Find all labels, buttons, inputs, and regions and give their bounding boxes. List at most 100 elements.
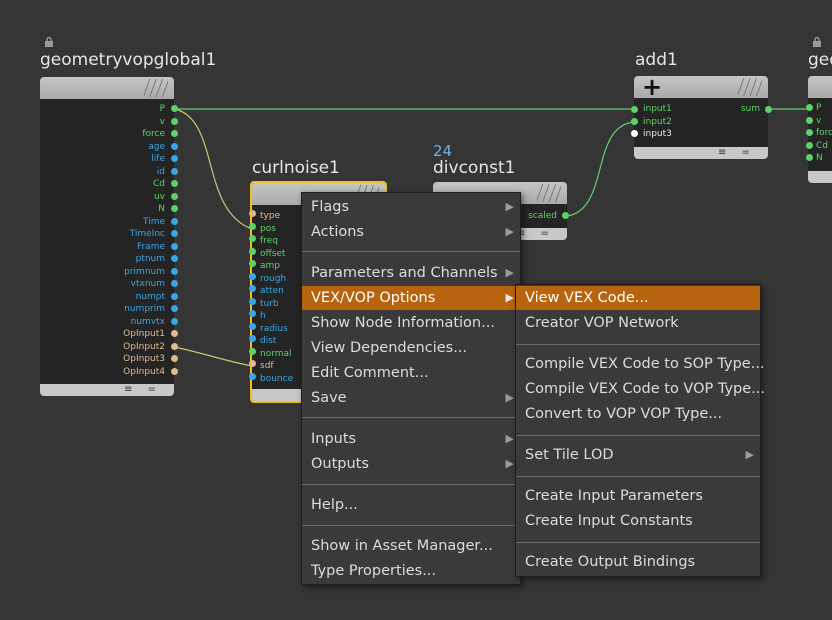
input-dot-cd[interactable] [806, 141, 813, 149]
input-dot-atten[interactable] [249, 285, 256, 292]
submenu-item-compile-vex-code-to-sop-type[interactable]: Compile VEX Code to SOP Type... [516, 352, 765, 376]
port-n[interactable]: N [816, 153, 823, 163]
output-dot-ptnum[interactable] [171, 255, 178, 262]
submenu-item-convert-to-vop-vop-type[interactable]: Convert to VOP VOP Type... [516, 402, 760, 426]
node-geometryvopoutput1[interactable]: PvforceCdN [808, 76, 832, 183]
port-ptnum[interactable]: ptnum [135, 254, 165, 264]
menu-item-help[interactable]: Help... [302, 493, 520, 517]
menu-item-edit-comment[interactable]: Edit Comment... [302, 361, 520, 385]
port-turb[interactable]: turb [260, 298, 279, 309]
input-dot-amp[interactable] [249, 260, 256, 267]
output-dot-opinput1[interactable] [171, 330, 178, 337]
input-dot-offset[interactable] [249, 247, 256, 255]
output-dot-opinput2[interactable] [171, 342, 178, 350]
input-dot-input2[interactable] [631, 118, 638, 125]
port-numpt[interactable]: numpt [135, 291, 165, 302]
port-h[interactable]: h [260, 311, 266, 321]
input-dot-freq[interactable] [249, 235, 256, 242]
port-force[interactable]: force [142, 129, 165, 139]
input-dot-turb[interactable] [249, 297, 256, 305]
input-dot-force[interactable] [806, 129, 813, 136]
port-input2[interactable]: input2 [643, 117, 672, 127]
port-force[interactable]: force [816, 128, 832, 138]
output-dot-p[interactable] [171, 105, 178, 112]
output-dot-uv[interactable] [171, 192, 178, 200]
submenu-item-create-output-bindings[interactable]: Create Output Bindings [516, 550, 760, 574]
output-dot-opinput4[interactable] [171, 367, 178, 375]
output-dot-n[interactable] [171, 205, 178, 212]
submenu-item-creator-vop-network[interactable]: Creator VOP Network [516, 311, 760, 335]
submenu-item-compile-vex-code-to-vop-type[interactable]: Compile VEX Code to VOP Type... [516, 377, 765, 401]
port-frame[interactable]: Frame [136, 241, 165, 252]
port-pos[interactable]: pos [260, 223, 276, 234]
input-dot-normal[interactable] [249, 347, 256, 355]
menu-item-view-dependencies[interactable]: View Dependencies... [302, 336, 520, 360]
output-dot-sum[interactable] [765, 106, 772, 113]
port-uv[interactable]: uv [153, 191, 165, 202]
input-dot-p[interactable] [806, 104, 813, 111]
menu-item-show-in-asset-manager[interactable]: Show in Asset Manager... [302, 534, 520, 558]
input-dot-input3[interactable] [631, 130, 638, 137]
node-add1[interactable]: + input1 input2 input3 sum ≡ = − [634, 76, 768, 159]
menu-item-show-node-information[interactable]: Show Node Information... [302, 311, 520, 335]
output-dot-numvtx[interactable] [171, 317, 178, 325]
input-dot-v[interactable] [806, 116, 813, 124]
output-dot-id[interactable] [171, 167, 178, 175]
input-dot-type[interactable] [249, 210, 256, 217]
port-timeinc[interactable]: TimeInc [129, 229, 165, 239]
output-dot-time[interactable] [171, 217, 178, 225]
input-dot-sdf[interactable] [249, 360, 256, 367]
port-offset[interactable]: offset [260, 248, 286, 259]
input-dot-bounce[interactable] [249, 372, 256, 380]
output-dot-primnum[interactable] [171, 267, 178, 275]
port-p[interactable]: P [816, 103, 822, 113]
port-life[interactable]: life [151, 154, 165, 164]
input-dot-rough[interactable] [249, 272, 256, 280]
port-sum[interactable]: sum [740, 104, 760, 114]
output-dot-life[interactable] [171, 155, 178, 162]
port-freq[interactable]: freq [260, 236, 278, 246]
menu-item-actions[interactable]: Actions▶ [302, 220, 520, 244]
node-header[interactable]: + [634, 76, 768, 99]
output-dot-vtxnum[interactable] [171, 280, 178, 287]
menu-item-save[interactable]: Save▶ [302, 386, 520, 410]
port-cd[interactable]: Cd [153, 179, 165, 189]
port-radius[interactable]: radius [260, 323, 288, 334]
port-opinput3[interactable]: OpInput3 [123, 354, 165, 364]
port-input1[interactable]: input1 [643, 104, 672, 114]
port-cd[interactable]: Cd [816, 140, 828, 151]
input-dot-dist[interactable] [249, 335, 256, 342]
port-rough[interactable]: rough [260, 273, 287, 284]
port-primnum[interactable]: primnum [124, 266, 165, 277]
output-dot-v[interactable] [171, 117, 178, 125]
port-time[interactable]: Time [142, 216, 165, 227]
menu-item-inputs[interactable]: Inputs▶ [302, 427, 520, 451]
output-dot-scaled[interactable] [562, 212, 569, 219]
port-atten[interactable]: atten [260, 286, 284, 296]
port-normal[interactable]: normal [260, 348, 292, 359]
node-header[interactable] [808, 76, 832, 98]
menu-item-vex-vop-options[interactable]: VEX/VOP Options▶ [302, 286, 520, 310]
port-numvtx[interactable]: numvtx [130, 316, 165, 327]
output-dot-numpt[interactable] [171, 292, 178, 300]
menu-item-parameters-and-channels[interactable]: Parameters and Channels▶ [302, 261, 520, 285]
port-v[interactable]: v [159, 116, 165, 127]
port-opinput2[interactable]: OpInput2 [123, 341, 165, 352]
footer-icons[interactable]: ≡ = − [718, 147, 756, 158]
footer-icons[interactable]: ≡ = − [124, 384, 162, 395]
input-dot-n[interactable] [806, 154, 813, 161]
output-dot-numprim[interactable] [171, 305, 178, 312]
input-dot-h[interactable] [249, 310, 256, 317]
port-scaled[interactable]: scaled [528, 211, 557, 221]
port-bounce[interactable]: bounce [260, 373, 294, 384]
port-opinput1[interactable]: OpInput1 [123, 329, 165, 339]
menu-item-type-properties[interactable]: Type Properties... [302, 559, 520, 583]
output-dot-frame[interactable] [171, 242, 178, 250]
output-dot-timeinc[interactable] [171, 230, 178, 237]
footer-icons[interactable]: ≡ = − [517, 228, 555, 239]
output-dot-age[interactable] [171, 142, 178, 150]
input-dot-radius[interactable] [249, 322, 256, 330]
output-dot-cd[interactable] [171, 180, 178, 187]
port-numprim[interactable]: numprim [124, 304, 165, 314]
node-header[interactable] [40, 77, 174, 99]
